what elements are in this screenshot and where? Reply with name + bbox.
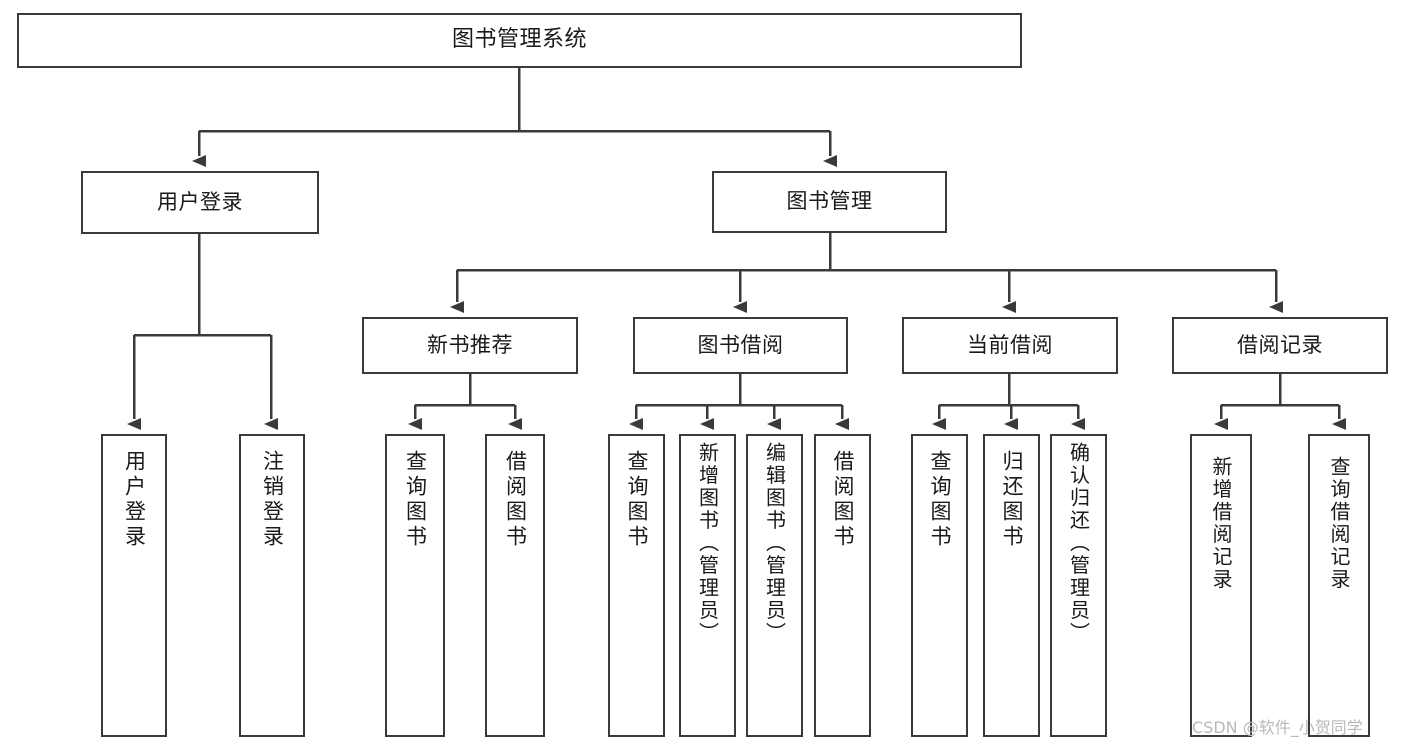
node-borrow-record[interactable]: 借阅记录 — [1172, 317, 1388, 374]
node-leaf-return-book[interactable]: 归还图书 — [983, 434, 1040, 737]
node-leaf-query-record[interactable]: 查询借阅记录 — [1308, 434, 1370, 737]
node-current-borrow[interactable]: 当前借阅 — [902, 317, 1118, 374]
node-leaf-query-book-1-label: 查询图书 — [403, 450, 428, 550]
node-leaf-confirm-return[interactable]: 确认归还（管理员） — [1050, 434, 1107, 737]
node-leaf-add-book[interactable]: 新增图书（管理员） — [679, 434, 736, 737]
node-leaf-query-book-2-label: 查询图书 — [625, 450, 649, 550]
node-leaf-query-book-2[interactable]: 查询图书 — [608, 434, 665, 737]
node-user-login[interactable]: 用户登录 — [81, 171, 319, 234]
node-leaf-borrow-book-2-label: 借阅图书 — [831, 450, 855, 550]
node-book-borrow-label: 图书借阅 — [697, 332, 784, 357]
node-leaf-add-record-label: 新增借阅记录 — [1209, 456, 1233, 591]
node-leaf-user-login-label: 用户登录 — [122, 450, 147, 550]
node-book-borrow[interactable]: 图书借阅 — [633, 317, 848, 374]
node-leaf-logout-label: 注销登录 — [260, 450, 285, 550]
node-leaf-borrow-book-1[interactable]: 借阅图书 — [485, 434, 545, 737]
node-leaf-edit-book[interactable]: 编辑图书（管理员） — [746, 434, 803, 737]
node-leaf-logout[interactable]: 注销登录 — [239, 434, 305, 737]
node-leaf-confirm-return-label: 确认归还（管理员） — [1066, 442, 1091, 645]
node-leaf-edit-book-label: 编辑图书（管理员） — [762, 442, 787, 645]
csdn-watermark: CSDN @软件_小贺同学 — [1192, 718, 1363, 737]
node-root[interactable]: 图书管理系统 — [17, 13, 1022, 68]
node-book-manage-label: 图书管理 — [786, 189, 873, 214]
node-leaf-user-login[interactable]: 用户登录 — [101, 434, 167, 737]
node-leaf-query-book-3[interactable]: 查询图书 — [911, 434, 968, 737]
node-leaf-add-book-label: 新增图书（管理员） — [695, 442, 720, 645]
node-leaf-borrow-book-1-label: 借阅图书 — [503, 450, 528, 550]
node-user-login-label: 用户登录 — [157, 189, 243, 214]
node-leaf-query-book-3-label: 查询图书 — [928, 450, 952, 550]
node-leaf-borrow-book-2[interactable]: 借阅图书 — [814, 434, 871, 737]
node-leaf-query-record-label: 查询借阅记录 — [1327, 456, 1351, 591]
node-root-label: 图书管理系统 — [451, 27, 587, 53]
node-leaf-query-book-1[interactable]: 查询图书 — [385, 434, 445, 737]
node-book-manage[interactable]: 图书管理 — [712, 171, 947, 233]
node-new-book-rec[interactable]: 新书推荐 — [362, 317, 578, 374]
node-current-borrow-label: 当前借阅 — [967, 332, 1053, 357]
node-new-book-rec-label: 新书推荐 — [427, 332, 513, 357]
node-leaf-return-book-label: 归还图书 — [1000, 450, 1024, 550]
node-leaf-add-record[interactable]: 新增借阅记录 — [1190, 434, 1252, 737]
node-borrow-record-label: 借阅记录 — [1237, 332, 1323, 357]
